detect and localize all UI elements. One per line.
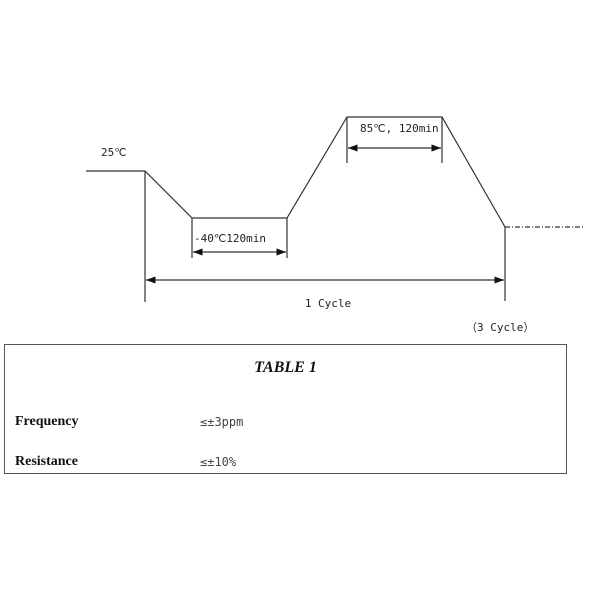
high-temp-label: 85℃, 120min [360, 122, 439, 135]
resistance-label: Resistance [15, 454, 78, 469]
spec-table: TABLE 1 Frequency ≤±3ppm Resistance ≤±10… [4, 344, 567, 474]
repeat-label: （3 Cycle） [466, 321, 534, 334]
frequency-value: ≤±3ppm [200, 415, 244, 429]
table-title: TABLE 1 [254, 359, 317, 376]
start-temp-label: 25℃ [101, 146, 127, 159]
frequency-label: Frequency [15, 414, 79, 429]
low-temp-label: -40℃120min [194, 232, 266, 245]
resistance-value: ≤±10% [200, 455, 237, 469]
cycle-label: 1 Cycle [305, 297, 351, 310]
